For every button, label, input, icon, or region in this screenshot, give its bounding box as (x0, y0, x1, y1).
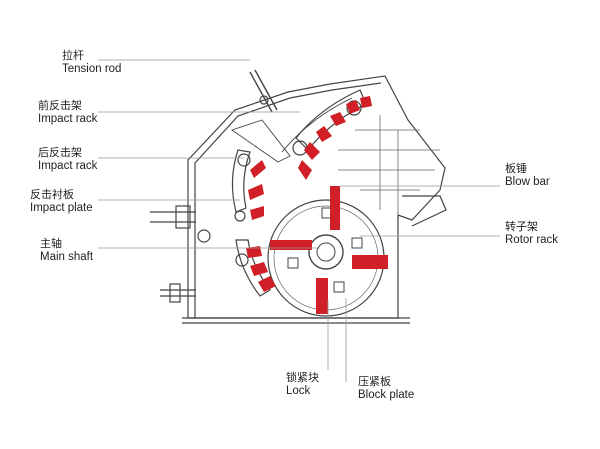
label-tension-rod-en: Tension rod (62, 62, 122, 75)
blow-bar-top (330, 186, 340, 230)
label-tension-rod: 拉杆 Tension rod (62, 49, 122, 76)
label-impact-rack-rear-zh: 后反击架 (38, 146, 82, 159)
label-blow-bar-zh: 板锤 (505, 162, 527, 175)
label-impact-rack-rear: 后反击架 Impact rack (38, 146, 98, 173)
label-rotor-rack: 转子架 Rotor rack (505, 220, 559, 247)
blow-bar-left (270, 240, 312, 250)
label-block-plate-zh: 压紧板 (358, 375, 391, 388)
label-blow-bar: 板锤 Blow bar (505, 162, 550, 189)
blow-bar-bottom (316, 278, 328, 314)
label-block-plate-en: Block plate (358, 388, 415, 401)
label-impact-plate-zh: 反击衬板 (30, 188, 74, 201)
blow-bars (270, 186, 388, 314)
label-impact-plate: 反击衬板 Impact plate (30, 188, 93, 215)
label-impact-rack-front: 前反击架 Impact rack (38, 99, 98, 126)
label-lock-en: Lock (286, 384, 311, 397)
label-lock-zh: 锁紧块 (286, 371, 319, 384)
leader-lines (98, 59, 500, 382)
label-rotor-rack-en: Rotor rack (505, 233, 559, 246)
label-main-shaft-zh: 主轴 (40, 237, 62, 250)
label-impact-rack-front-en: Impact rack (38, 112, 98, 125)
main-shaft-hub (308, 234, 344, 270)
blow-bar-right (352, 255, 388, 269)
label-block-plate: 压紧板 Block plate (358, 375, 415, 402)
impact-liners (246, 96, 372, 292)
label-impact-rack-front-zh: 前反击架 (38, 99, 82, 112)
crusher-housing (150, 69, 447, 324)
label-impact-rack-rear-en: Impact rack (38, 159, 98, 172)
label-impact-plate-en: Impact plate (30, 201, 93, 214)
label-blow-bar-en: Blow bar (505, 175, 550, 188)
label-main-shaft-en: Main shaft (40, 250, 94, 263)
label-tension-rod-zh: 拉杆 (62, 49, 84, 62)
label-lock: 锁紧块 Lock (286, 371, 319, 398)
label-rotor-rack-zh: 转子架 (505, 220, 538, 233)
label-main-shaft: 主轴 Main shaft (40, 237, 94, 264)
